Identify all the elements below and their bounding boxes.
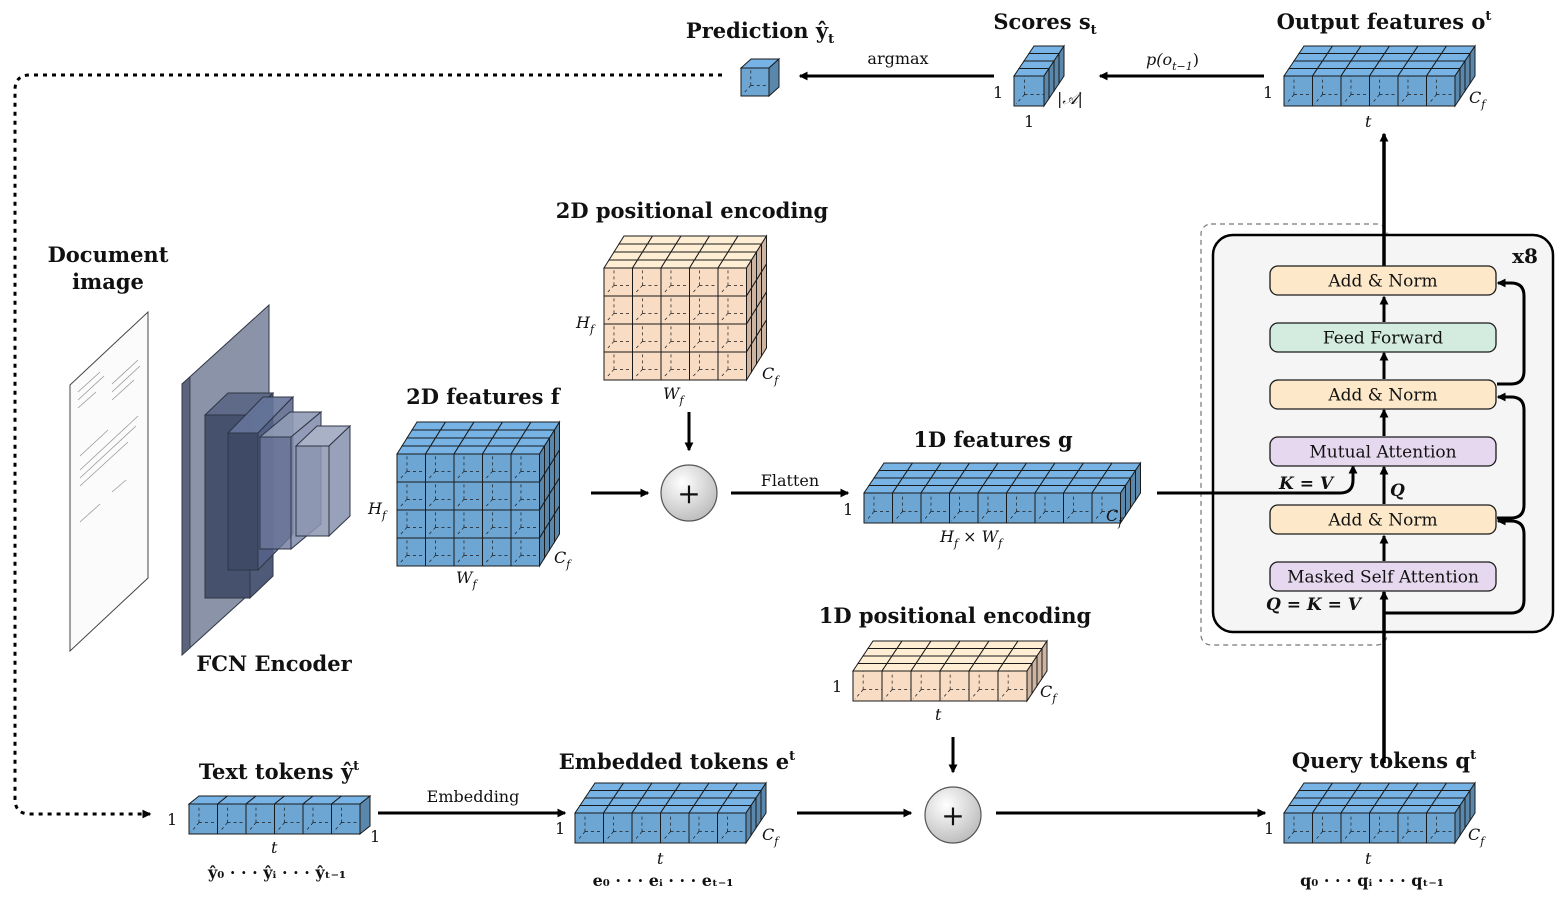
feedback-loop-arrow (13, 73, 722, 819)
feed-forward-block: Feed Forward (1269, 322, 1497, 353)
prediction-title: Prediction ŷt (686, 18, 834, 47)
output-features-t-label: t (1365, 112, 1372, 131)
document-image-title-line1: Document (48, 242, 169, 267)
svg-text:+: + (941, 799, 964, 832)
masked-self-attention-block: Masked Self Attention (1269, 561, 1497, 592)
embedded-tokens-t-label: t (657, 849, 664, 868)
scores-alphabet-label: |𝒜| (1057, 89, 1083, 108)
add-norm-2-block: Add & Norm (1269, 379, 1497, 410)
pos-enc-2d-cf-label: Cf (762, 364, 780, 387)
masked-self-attention-label: Masked Self Attention (1287, 568, 1479, 588)
decoder-repeat-label: x8 (1512, 244, 1538, 268)
features-2d-tensor (396, 420, 561, 568)
fcn-encoder-title: FCN Encoder (196, 651, 352, 676)
embedded-tokens-sequence: e₀ · · · eᵢ · · · eₜ₋₁ (593, 871, 734, 890)
svg-text:+: + (677, 477, 700, 510)
text-tokens-t-label: t (271, 838, 278, 857)
scores-one-left-label: 1 (993, 83, 1003, 102)
output-features-title: Output features ot (1277, 9, 1492, 34)
embedded-tokens-cf-label: Cf (762, 825, 780, 848)
mutual-attention-label: Mutual Attention (1309, 443, 1456, 463)
embedded-tokens-tensor (574, 781, 767, 845)
features-2d-cf-label: Cf (554, 548, 572, 571)
add-operator-1d: + (924, 786, 982, 844)
pos-enc-2d-tensor (603, 234, 768, 382)
query-tokens-one-label: 1 (1264, 819, 1274, 838)
text-tokens-tensor (187, 794, 372, 836)
scores-tensor (1013, 44, 1065, 108)
document-image (69, 310, 149, 653)
pos-enc-1d-tensor (852, 639, 1048, 703)
scores-title: Scores st (993, 9, 1096, 38)
output-features-one-label: 1 (1263, 83, 1273, 102)
residual-3 (1496, 278, 1526, 386)
output-features-tensor (1283, 44, 1476, 108)
q-label: Q (1390, 481, 1405, 501)
features-1d-cf-label: Cf (1106, 506, 1124, 529)
query-tokens-tensor (1283, 781, 1476, 845)
mutual-attention-block: Mutual Attention (1269, 436, 1497, 467)
kv-label: K = V (1278, 474, 1335, 494)
text-tokens-title: Text tokens ŷt (199, 759, 359, 784)
argmax-label: argmax (867, 49, 928, 68)
query-tokens-title: Query tokens qt (1292, 748, 1476, 773)
text-tokens-sequence: ŷ₀ · · · ŷᵢ · · · ŷₜ₋₁ (207, 863, 346, 882)
text-tokens-one-right-label: 1 (370, 827, 380, 846)
pos-enc-1d-one-label: 1 (832, 677, 842, 696)
text-tokens-one-label: 1 (167, 810, 177, 829)
add-norm-3-label: Add & Norm (1327, 272, 1437, 292)
residual-1 (1384, 516, 1526, 615)
flatten-label: Flatten (761, 471, 819, 490)
prediction-tensor (739, 57, 781, 98)
features-2d-title: 2D features f (406, 384, 562, 409)
pos-enc-1d-title: 1D positional encoding (819, 603, 1092, 628)
embedded-tokens-title: Embedded tokens et (559, 749, 795, 774)
features-2d-wf-label: Wf (456, 568, 478, 591)
feed-forward-label: Feed Forward (1323, 329, 1443, 349)
probability-label: p(ot−1) (1146, 50, 1199, 73)
add-norm-2-label: Add & Norm (1327, 386, 1437, 406)
add-operator-2d: + (660, 464, 718, 522)
qkv-label: Q = K = V (1266, 595, 1363, 615)
add-norm-1-block: Add & Norm (1269, 504, 1497, 535)
document-image-title-line2: image (72, 269, 144, 294)
pos-enc-2d-wf-label: Wf (663, 384, 685, 407)
query-tokens-t-label: t (1365, 849, 1372, 868)
arrow-features-to-mutual (1157, 464, 1358, 495)
embedding-label: Embedding (427, 787, 520, 806)
add-norm-1-label: Add & Norm (1327, 511, 1437, 531)
features-1d-hfwf-label: Hf × Wf (939, 527, 1004, 550)
output-features-cf-label: Cf (1469, 88, 1487, 111)
features-1d-tensor (863, 461, 1142, 525)
query-tokens-sequence: q₀ · · · qᵢ · · · qₜ₋₁ (1300, 871, 1444, 890)
features-2d-hf-label: Hf (367, 499, 388, 522)
fcn-encoder (181, 303, 352, 657)
embedded-tokens-one-label: 1 (555, 819, 565, 838)
pos-enc-2d-title: 2D positional encoding (556, 198, 829, 223)
query-tokens-cf-label: Cf (1468, 825, 1486, 848)
residual-2 (1496, 392, 1526, 520)
pos-enc-1d-cf-label: Cf (1040, 682, 1058, 705)
features-1d-one-label: 1 (843, 500, 853, 519)
pos-enc-1d-t-label: t (935, 705, 942, 724)
scores-one-bottom-label: 1 (1024, 112, 1034, 131)
pos-enc-2d-hf-label: Hf (575, 313, 596, 336)
features-1d-title: 1D features g (913, 427, 1073, 452)
add-norm-3-block: Add & Norm (1269, 265, 1497, 296)
